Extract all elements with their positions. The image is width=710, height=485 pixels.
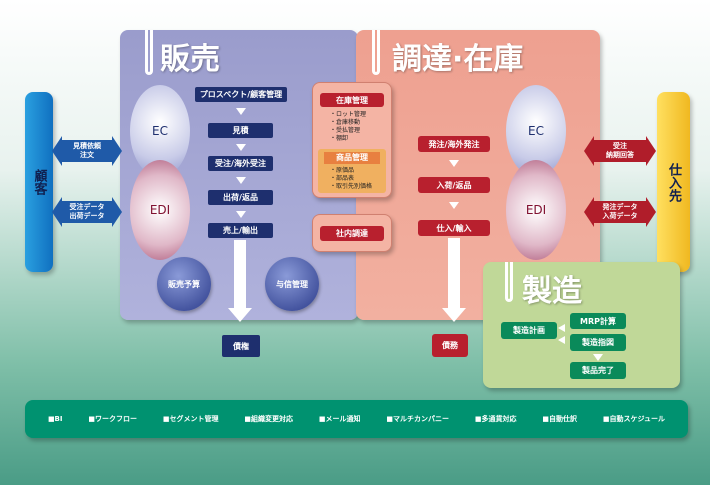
flow-shipping: 出荷/返品: [208, 190, 273, 205]
feature-multi-currency: ■多通貨対応: [474, 415, 517, 423]
feature-auto-journal: ■自動仕訳: [542, 415, 577, 423]
customer-bar: 顧客: [25, 92, 53, 272]
sales-edi: EDI: [130, 160, 190, 260]
product-complete: 製品完了: [570, 362, 626, 379]
right-arrow-po-data: 発注データ入荷データ: [584, 197, 656, 227]
flow-prospect: プロスペクト/顧客管理: [195, 87, 287, 102]
feature-multi-company: ■マルチカンパニー: [386, 415, 449, 423]
supplier-bar: 仕入先: [657, 92, 690, 272]
right-arrow-order: 受注納期回答: [584, 136, 656, 166]
feature-workflow: ■ワークフロー: [88, 415, 137, 423]
flow-purchase: 仕入/輸入: [418, 220, 490, 236]
down-arrow: [234, 240, 246, 310]
flow-order: 受注/海外受注: [208, 156, 273, 171]
inventory-items: ・ロット管理・倉庫移動・受払管理・棚卸: [330, 111, 367, 142]
feature-segment: ■セグメント管理: [162, 415, 219, 423]
flow-receiving: 入荷/返品: [418, 177, 490, 193]
feature-org-change: ■組織変更対応: [244, 415, 293, 423]
flow-purchase-order: 発注/海外発注: [418, 136, 490, 152]
receivable-box: 債権: [222, 335, 260, 357]
sales-budget: 販売予算: [157, 257, 211, 311]
product-items: ・原価品・部品表・取引先別価格: [330, 167, 373, 190]
credit-management: 与信管理: [265, 257, 319, 311]
payable-box: 債務: [432, 334, 468, 357]
feature-mail: ■メール通知: [318, 415, 361, 423]
feature-auto-schedule: ■自動スケジュール: [602, 415, 665, 423]
customer-label: 顧客: [31, 169, 47, 195]
manufacturing-title: 製造: [522, 274, 582, 309]
flow-quote: 見積: [208, 123, 273, 138]
left-arrow-quote: 見積依頼注文: [52, 136, 122, 166]
supplier-label: 仕入先: [666, 162, 681, 202]
left-arrow-order-data: 受注データ出荷データ: [52, 197, 122, 227]
mrp-calculation: MRP計算: [570, 313, 626, 329]
inventory-title: 在庫管理: [320, 93, 384, 107]
manufacturing-instruction: 製造指図: [570, 334, 626, 351]
sales-title: 販売: [160, 42, 220, 77]
internal-procurement: 社内調達: [320, 226, 384, 241]
feature-bar: ■BI ■ワークフロー ■セグメント管理 ■組織変更対応 ■メール通知 ■マルチ…: [25, 400, 688, 438]
manufacturing-plan: 製造計画: [501, 322, 557, 339]
procurement-edi: EDI: [506, 160, 566, 260]
flow-sales: 売上/輸出: [208, 223, 273, 238]
product-title: 商品管理: [324, 152, 380, 164]
procurement-title: 調達·在庫: [392, 42, 524, 77]
feature-bi: ■BI: [47, 415, 63, 423]
